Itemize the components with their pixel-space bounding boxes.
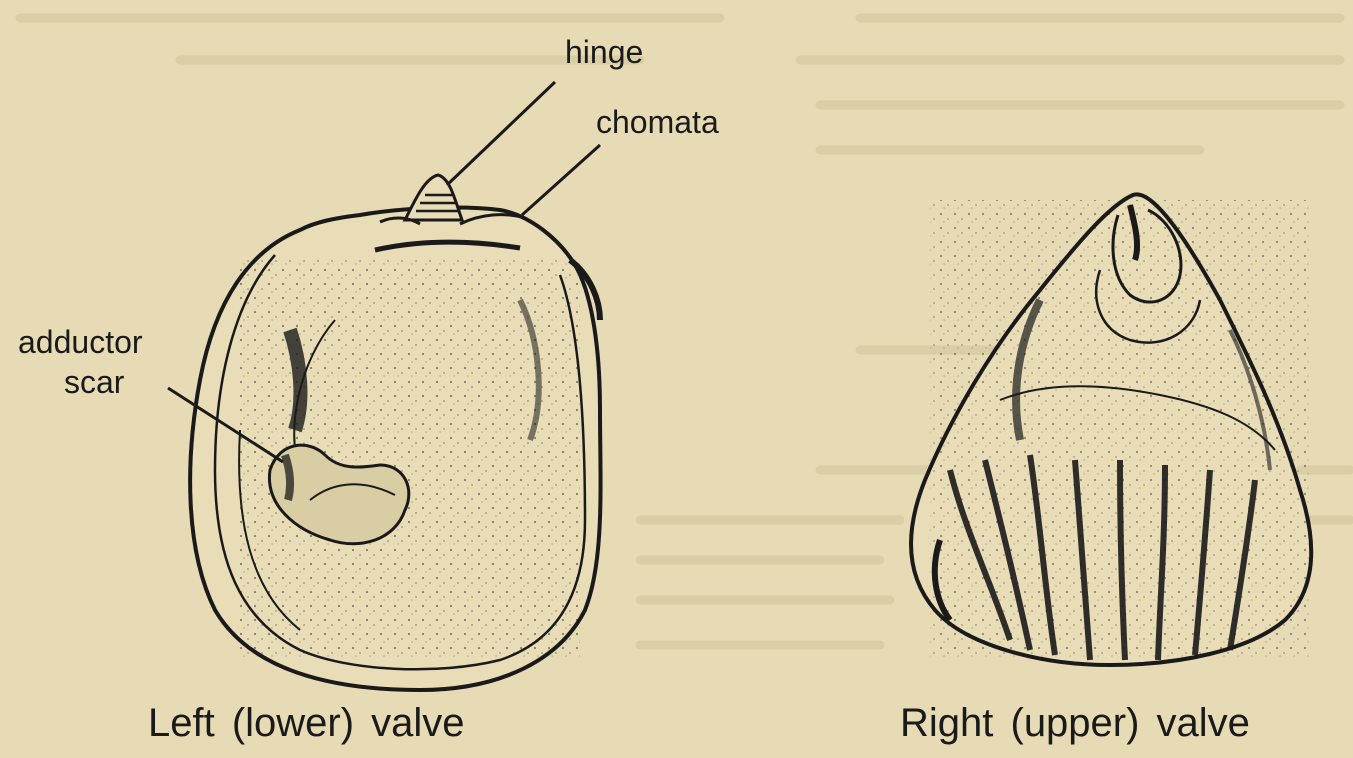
right-valve-shell xyxy=(911,194,1311,665)
adductor-label-line2: scar xyxy=(64,364,124,400)
hinge-label: hinge xyxy=(565,34,643,70)
chomata-label: chomata xyxy=(596,104,719,140)
left-valve-shell xyxy=(190,175,600,690)
right-valve-caption: Right (upper) valve xyxy=(900,700,1250,746)
left-valve-caption: Left (lower) valve xyxy=(148,700,465,746)
adductor-label-line1: adductor xyxy=(18,324,143,360)
